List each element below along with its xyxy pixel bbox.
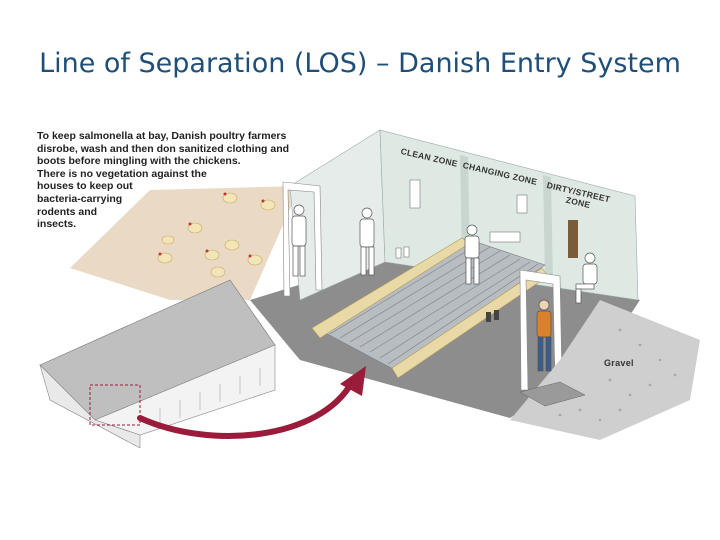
slide-title: Line of Separation (LOS) – Danish Entry … — [39, 48, 681, 79]
zoom-arrow-head — [340, 366, 366, 396]
hanging-clothes — [409, 179, 528, 214]
chicken-combs — [158, 192, 265, 258]
chicken-house-front — [39, 363, 141, 448]
caption-line: To keep salmonella at bay, Danish poultr… — [37, 130, 287, 142]
chicken-house-windows — [159, 368, 261, 426]
street-coat — [568, 220, 578, 258]
chickens — [157, 192, 276, 278]
door-mat — [519, 381, 586, 407]
person-walking — [359, 207, 375, 276]
person-sitting — [575, 252, 598, 304]
caption-line: There is no vegetation against the — [37, 167, 207, 180]
entry-highlight-box — [89, 384, 141, 426]
person-clean-zone-standing — [291, 204, 307, 277]
caption-text: To keep salmonella at bay, Danish poultr… — [37, 130, 297, 231]
clean-boots — [395, 246, 410, 259]
caption-line: insects. — [37, 218, 77, 231]
gravel-label: Gravel — [604, 358, 634, 368]
entry-system-illustration — [39, 129, 700, 448]
person-street-clothes — [536, 299, 552, 372]
gravel-area — [510, 300, 700, 440]
wash-basin — [489, 231, 521, 243]
caption-line: boots before mingling with the chickens. — [37, 155, 241, 168]
grid-lines — [329, 242, 539, 365]
entry-door-frame — [282, 181, 323, 297]
caption-line: disrobe, wash and then don sanitized clo… — [37, 142, 290, 155]
boots — [486, 310, 499, 322]
caption-line: houses to keep out — [37, 180, 133, 193]
caption-line: bacteria-carrying — [37, 192, 123, 205]
partition-wall-2 — [543, 175, 553, 282]
zoom-arrow — [137, 379, 355, 439]
chicken-yard — [70, 186, 300, 300]
person-washing — [464, 224, 480, 285]
caption-line: rodents and — [37, 205, 98, 218]
